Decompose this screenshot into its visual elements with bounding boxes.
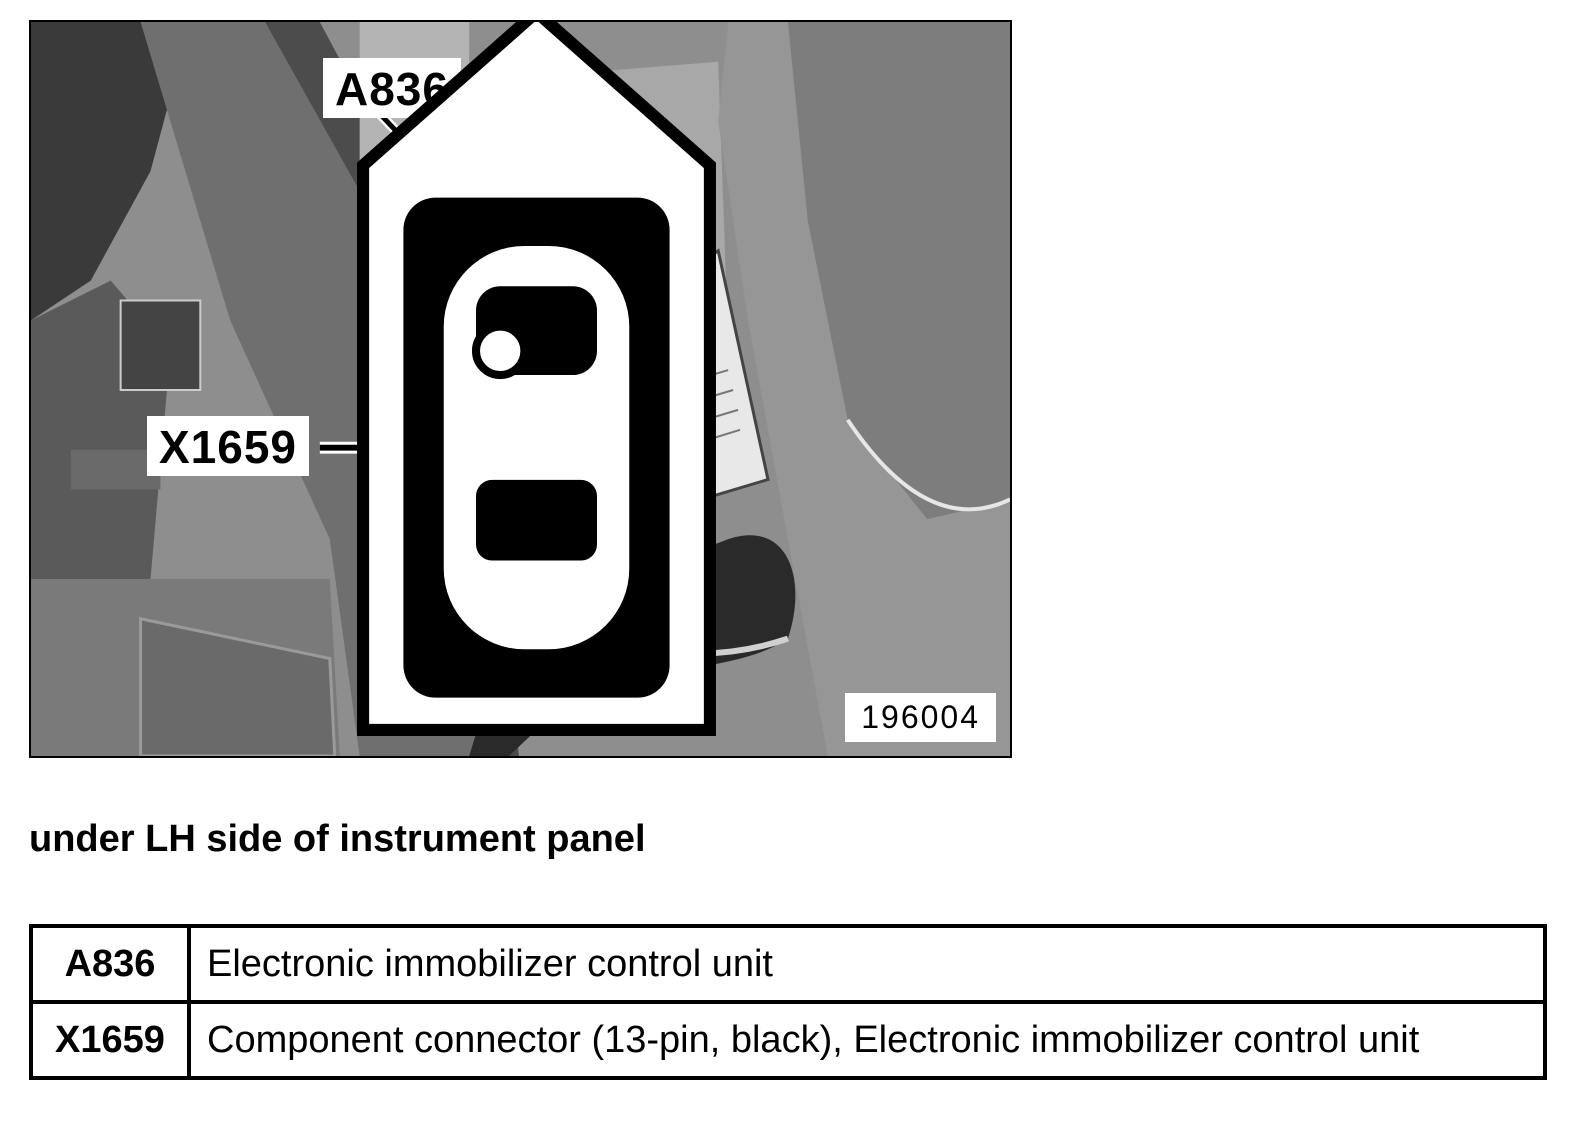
callout-x1659: X1659 <box>147 416 310 476</box>
legend-code: A836 <box>29 924 191 1004</box>
callout-a836: A836 <box>323 58 461 118</box>
legend-table: A836 Electronic immobilizer control unit… <box>29 924 1547 1080</box>
car-top-view-icon <box>357 22 716 736</box>
location-caption: under LH side of instrument panel <box>29 818 646 860</box>
component-photo: A836 X1659 196004 <box>29 20 1012 758</box>
table-row: A836 Electronic immobilizer control unit <box>29 924 1547 1004</box>
figure-number: 196004 <box>845 693 996 742</box>
legend-description: Component connector (13-pin, black), Ele… <box>187 1000 1547 1080</box>
legend-code: X1659 <box>29 1000 191 1080</box>
table-row: X1659 Component connector (13-pin, black… <box>29 1000 1547 1080</box>
legend-description: Electronic immobilizer control unit <box>187 924 1547 1004</box>
